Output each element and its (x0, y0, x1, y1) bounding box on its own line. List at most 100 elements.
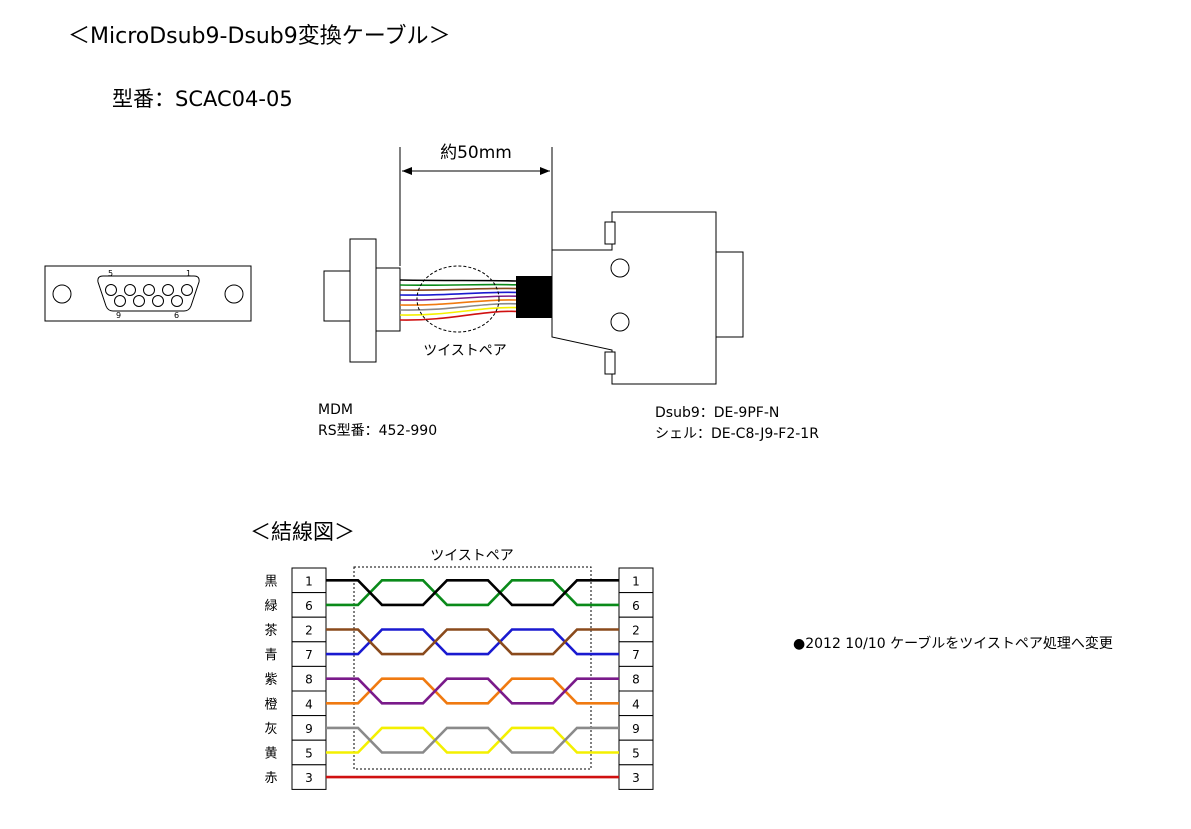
mdm-label-line1: MDM (318, 402, 353, 418)
wiring-pin-number-left: 3 (305, 771, 313, 785)
dimension-label: 約50mm (440, 143, 512, 163)
wiring-pin-box-left (291, 715, 327, 741)
dsub-screw-top (604, 221, 616, 245)
twist-pair-highlight (416, 265, 500, 333)
wiring-pin-box-left (291, 665, 327, 692)
pin-hole (105, 284, 117, 296)
pin-hole (143, 284, 155, 296)
wiring-color-name: 橙 (264, 697, 277, 712)
cable-wire (399, 299, 517, 306)
mount-hole-right (224, 284, 244, 304)
twist-pair-region (353, 566, 592, 770)
wiring-color-name: 赤 (264, 771, 277, 786)
wiring-pin-number-right: 8 (632, 673, 640, 687)
wiring-pin-number-left: 5 (305, 747, 313, 761)
wiring-pin-box-left (291, 641, 327, 667)
pin-label-5: 5 (108, 269, 113, 278)
cable-wire (399, 287, 517, 291)
wiring-pin-number-right: 2 (632, 624, 640, 638)
pin-hole (133, 295, 145, 307)
dsub-hole-top (610, 258, 630, 278)
dsub-screw-bottom (604, 351, 616, 375)
dsub-label-line2: シェル：DE-C8-J9-F2-1R (655, 426, 819, 442)
wiring-pin-number-left: 2 (305, 624, 313, 638)
wiring-pin-number-right: 6 (632, 599, 640, 613)
dsub-pin-face: 5 1 9 6 (44, 265, 252, 322)
wiring-pin-box-left (291, 690, 327, 717)
dsub-connector-side (551, 211, 744, 385)
wiring-pin-number-left: 6 (305, 599, 313, 613)
twist-pair-label: ツイストペア (423, 343, 507, 359)
pin-label-9: 9 (116, 311, 121, 320)
cable-wire (399, 291, 517, 296)
pin-hole (171, 295, 183, 307)
cable-wire (399, 302, 517, 311)
wiring-color-name: 紫 (264, 673, 277, 688)
dimension-arrow-left (402, 167, 412, 175)
mdm-body (375, 267, 401, 332)
dsub-hole-bottom (610, 312, 630, 332)
mdm-connector-label: MDM RS型番：452-990 (318, 400, 437, 442)
wiring-pin-number-right: 1 (632, 574, 640, 588)
model-number: 型番：SCAC04-05 (112, 87, 293, 111)
wiring-pin-box-left (291, 764, 327, 790)
wiring-pin-box-right (618, 641, 654, 667)
mdm-plug (323, 270, 351, 322)
wiring-twisted-wire (326, 628, 619, 656)
dsub-plug (715, 251, 744, 338)
dimension-marker: 約50mm (399, 143, 553, 266)
wiring-pin-box-right (618, 616, 654, 643)
wiring-pin-box-right (618, 739, 654, 766)
wiring-twisted-wire (326, 677, 619, 705)
wiring-twisted-wire (326, 579, 619, 607)
wiring-twist-pair-label: ツイストペア (430, 548, 514, 564)
pin-hole (152, 295, 164, 307)
revision-note: ●2012 10/10 ケーブルをツイストペア処理へ変更 (793, 636, 1113, 652)
wiring-color-name: 緑 (264, 599, 277, 614)
wiring-pin-box-left (291, 592, 327, 618)
dsub-hood (551, 211, 717, 385)
pin-label-6: 6 (174, 311, 179, 320)
wiring-pin-box-left (291, 616, 327, 643)
wiring-pin-box-left (291, 739, 327, 766)
wiring-twisted-wire (326, 726, 619, 754)
wiring-pin-number-left: 4 (305, 697, 313, 711)
pin-hole (181, 284, 193, 296)
wiring-pin-number-left: 1 (305, 574, 313, 588)
wiring-pin-box-left (291, 567, 327, 594)
cable-wire (399, 283, 517, 287)
cable-wire (399, 306, 517, 316)
wiring-pin-box-right (618, 592, 654, 618)
wiring-color-name: 灰 (264, 722, 277, 737)
pin-hole (124, 284, 136, 296)
wiring-pin-number-right: 5 (632, 747, 640, 761)
pin-label-1: 1 (186, 269, 191, 278)
cable-boot (516, 276, 552, 318)
wiring-diagram-title: ＜結線図＞ (250, 520, 355, 544)
wiring-pin-number-right: 4 (632, 697, 640, 711)
wiring-color-name: 黒 (264, 574, 277, 589)
mdm-label-line2: RS型番：452-990 (318, 423, 438, 439)
wiring-color-name: 茶 (264, 623, 277, 639)
dsub-label-line1: Dsub9：DE-9PF-N (655, 405, 780, 421)
wiring-pin-box-right (618, 764, 654, 790)
mdm-flange (349, 238, 377, 363)
wiring-color-name: 黄 (264, 747, 277, 762)
mdm-connector-side (323, 238, 401, 363)
cable-wire (399, 310, 517, 321)
wiring-pin-number-left: 9 (305, 722, 313, 736)
page-title: ＜MicroDsub9-Dsub9変換ケーブル＞ (68, 24, 451, 49)
dimension-arrow-right (540, 167, 550, 175)
cable-wires (399, 279, 517, 321)
dsub-connector-label: Dsub9：DE-9PF-N シェル：DE-C8-J9-F2-1R (655, 403, 819, 445)
wiring-pin-number-left: 8 (305, 673, 313, 687)
wiring-pin-number-right: 3 (632, 771, 640, 785)
cable-wire (399, 279, 517, 282)
pin-hole (114, 295, 126, 307)
pin-hole (162, 284, 174, 296)
wiring-pin-number-right: 9 (632, 722, 640, 736)
cable-wire (399, 295, 517, 301)
wiring-pin-number-left: 7 (305, 648, 313, 662)
